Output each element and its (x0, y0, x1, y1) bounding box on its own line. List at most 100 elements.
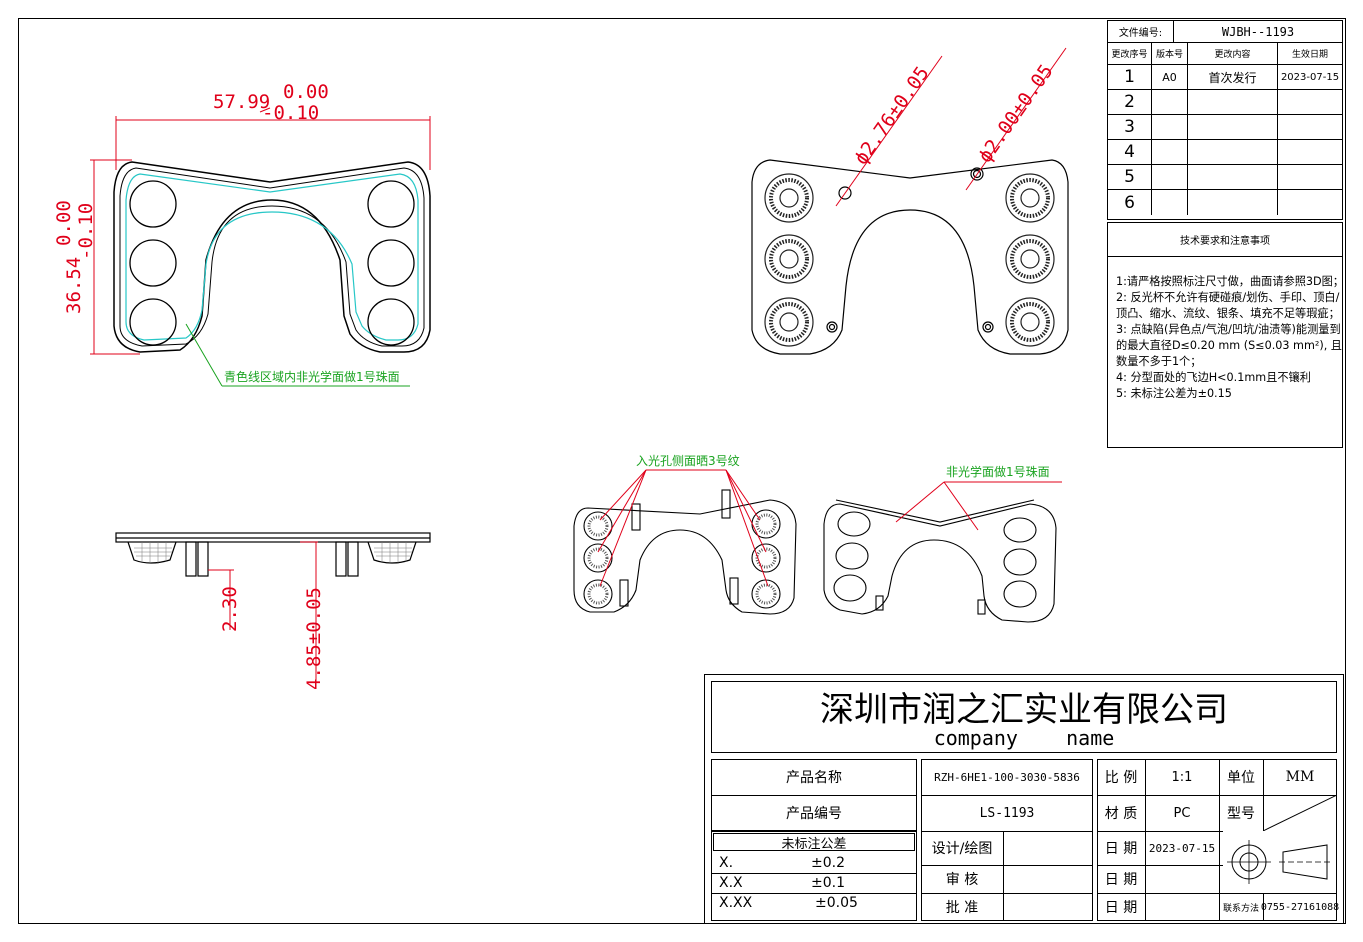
revision-cell-content (1188, 90, 1278, 115)
right-line-3 (1097, 865, 1223, 866)
revision-cell-content (1188, 115, 1278, 140)
bottom-view (751, 159, 1069, 355)
doc-no: WJBH--1193 (1174, 21, 1342, 43)
revision-cell-ver: A0 (1152, 65, 1188, 90)
company-name-en: company name (933, 726, 1115, 750)
rev-header-date: 生效日期 (1278, 43, 1342, 65)
revision-cell-no: 6 (1108, 190, 1152, 215)
inlet-note: 入光孔侧面晒3号纹 (636, 454, 740, 468)
scale-label: 比 例 (1104, 770, 1138, 786)
leader-cyan-area (185, 323, 223, 387)
right-line-4 (1097, 893, 1337, 894)
revision-cell-ver (1152, 140, 1188, 165)
approve-label: 批 准 (945, 900, 979, 916)
side-view-hatch (134, 542, 412, 564)
material-label: 材 质 (1104, 806, 1138, 822)
nonoptical-leaders (895, 481, 1062, 531)
mid-line-1 (921, 795, 1093, 796)
revision-cell-date (1278, 165, 1342, 190)
title-block: 深圳市润之汇实业有限公司 company name 产品名称 产品编号 未标注公… (704, 674, 1344, 924)
tech-note-1: 1:请严格按照标注尺寸做，曲面请参照3D图； (1116, 275, 1344, 288)
right-vline-2 (1219, 759, 1220, 921)
tol-line-1 (711, 873, 917, 874)
top-view (113, 161, 431, 353)
date-label-3: 日 期 (1104, 900, 1138, 916)
cyan-area-note: 青色线区域内非光学面做1号珠面 (224, 369, 400, 384)
tech-note-4: 4: 分型面处的飞边H<0.1mm且不镶利 (1116, 371, 1311, 384)
revision-cell-content: 首次发行 (1188, 65, 1278, 90)
revision-cell-content (1188, 165, 1278, 190)
rev-header-content: 更改内容 (1188, 43, 1278, 65)
height-upper-tol: 0.00 (53, 200, 75, 246)
revision-cell-ver (1152, 115, 1188, 140)
scale-value: 1:1 (1171, 769, 1193, 785)
dimension-lines-top-view (90, 107, 431, 355)
reflector-cups-right (764, 173, 1055, 347)
iso-view-flat-side (823, 499, 1057, 623)
tol-line-2 (711, 893, 917, 894)
model-label: 型号 (1227, 806, 1255, 822)
tol-key-1: X.X (719, 875, 743, 891)
revision-cell-no: 4 (1108, 140, 1152, 165)
tol-key-2: X.XX (719, 895, 753, 911)
tech-notes: 1:请严格按照标注尺寸做，曲面请参照3D图； 2: 反光杯不允许有硬碰痕/划伤、… (1116, 274, 1344, 402)
side-view (115, 532, 431, 577)
design-label: 设计/绘图 (931, 841, 993, 857)
info-grid: 产品名称 产品编号 未标注公差 X. ±0.2 X.X ±0.1 X.XX ±0… (711, 759, 1339, 921)
company-box: 深圳市润之汇实业有限公司 company name (711, 681, 1337, 753)
unit-label: 单位 (1227, 770, 1255, 786)
right-vline-1 (1145, 759, 1146, 921)
height-dimension: 36.54 (63, 257, 85, 314)
material-value: PC (1173, 805, 1191, 821)
width-upper-tol: 0.00 (283, 81, 329, 103)
revision-cell-ver (1152, 190, 1188, 215)
revision-cell-no: 3 (1108, 115, 1152, 140)
hole-b-dimension: ϕ2.00±0.05 (974, 61, 1058, 167)
rev-header-ver: 版本号 (1152, 43, 1188, 65)
tech-title: 技术要求和注意事项 (1108, 223, 1342, 257)
revision-cell-date (1278, 90, 1342, 115)
review-label: 审 核 (945, 872, 979, 888)
mid-line-4 (921, 893, 1093, 894)
product-name-label: 产品名称 (786, 770, 842, 786)
tol-val-2: ±0.05 (815, 895, 858, 911)
date-value: 2023-07-15 (1148, 841, 1216, 855)
drawing-frame (18, 18, 1346, 924)
revision-cell-date (1278, 190, 1342, 215)
revision-cell-ver (1152, 165, 1188, 190)
revision-cell-content (1188, 140, 1278, 165)
revision-cell-content (1188, 190, 1278, 215)
product-code-label: 产品编号 (786, 806, 842, 822)
date-label-1: 日 期 (1104, 841, 1138, 857)
tol-key-0: X. (719, 855, 734, 871)
mid-line-2 (921, 831, 1093, 832)
product-code: LS-1193 (979, 805, 1035, 821)
revision-cell-date: 2023-07-15 (1278, 65, 1342, 90)
tech-note-3: 3: 点缺陷(异色点/气泡/凹坑/油渍等)能测量到的最大直径D≤0.20 mm … (1116, 323, 1342, 368)
height-lower-tol: -0.10 (75, 203, 97, 260)
tech-note-5: 5: 未标注公差为±0.15 (1116, 387, 1232, 400)
doc-no-label: 文件编号: (1108, 21, 1174, 43)
hole-a-dimension: ϕ2.76±0.05 (850, 63, 934, 169)
grid-right (1097, 759, 1337, 921)
tech-note-2: 2: 反光杯不允许有硬碰痕/划伤、手印、顶白/顶凸、缩水、流纹、银条、填充不足等… (1116, 291, 1340, 320)
grid-left-mid (711, 795, 917, 796)
revision-cell-no: 2 (1108, 90, 1152, 115)
product-name: RZH-6HE1-100-3030-5836 (934, 770, 1080, 784)
model-diagonal (1263, 795, 1337, 831)
iso-view-cup-side (573, 489, 797, 615)
revision-cell-date (1278, 115, 1342, 140)
width-dimension: 57.99 (213, 91, 270, 113)
width-lower-tol: -0.10 (262, 102, 319, 124)
revision-cell-ver (1152, 90, 1188, 115)
revision-cell-no: 1 (1108, 65, 1152, 90)
company-name-cn: 深圳市润之汇实业有限公司 (820, 689, 1228, 730)
unit-value: MM (1285, 769, 1315, 785)
right-line-2 (1097, 831, 1223, 832)
inlet-leaders (597, 469, 769, 587)
mid-vline (1003, 831, 1004, 921)
projection-symbol (1227, 840, 1331, 884)
revision-cell-no: 5 (1108, 165, 1152, 190)
